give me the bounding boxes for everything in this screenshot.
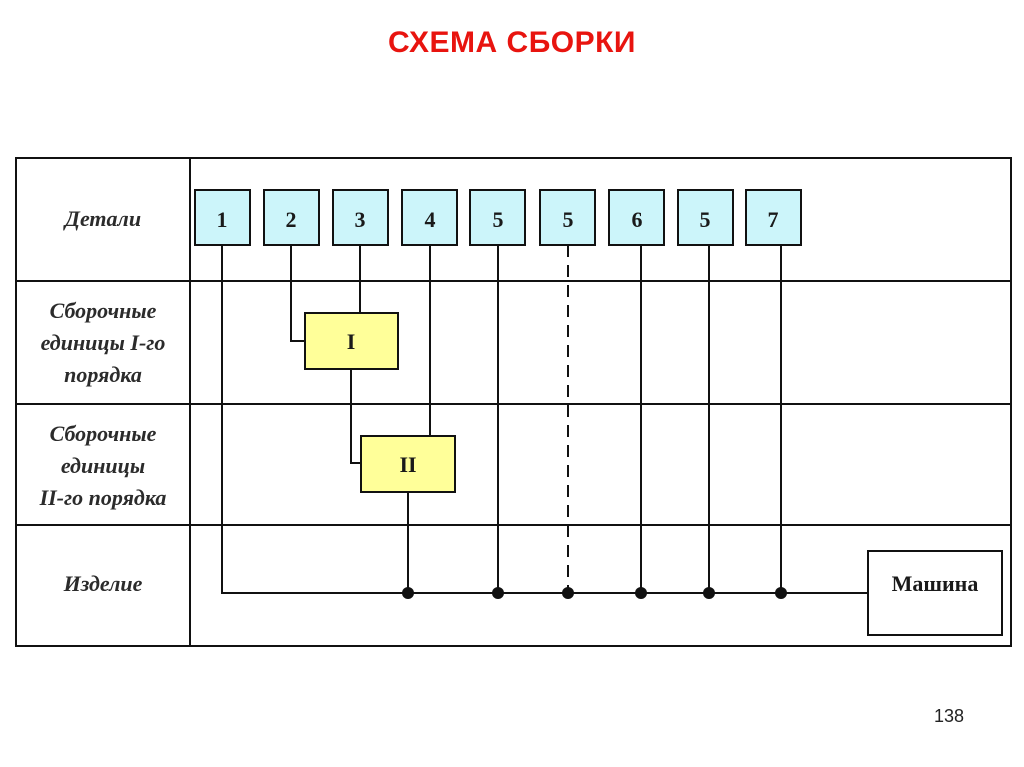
connector-part-2 <box>290 245 305 342</box>
part-label: 7 <box>768 207 779 232</box>
slide-title: СХЕМА СБОРКИ <box>388 26 636 59</box>
assembly-unit-second-order: II <box>360 435 456 493</box>
connector-lines <box>221 245 868 594</box>
part-box: 5 <box>539 189 596 246</box>
row-label-line: единицы <box>60 453 146 478</box>
connector-unit-1 <box>350 369 361 464</box>
part-boxes: 1 2 3 4 5 5 6 5 <box>194 189 802 246</box>
part-label: 1 <box>217 207 228 232</box>
part-box: 5 <box>469 189 526 246</box>
part-label: 5 <box>493 207 504 232</box>
part-label: 3 <box>355 207 366 232</box>
product-box: Машина <box>867 550 1003 636</box>
table-border <box>15 157 1012 647</box>
row-label-line: Сборочные <box>49 298 157 323</box>
row-label-line: II-го порядка <box>39 485 167 510</box>
part-box: 4 <box>401 189 458 246</box>
row-label-product: Изделие <box>63 571 143 596</box>
junction-dot <box>402 587 414 599</box>
junction-dot <box>562 587 574 599</box>
part-box: 1 <box>194 189 251 246</box>
table-grid <box>15 157 1012 647</box>
part-box: 6 <box>608 189 665 246</box>
assembly-unit-first-order: I <box>304 312 399 370</box>
part-label: 5 <box>563 207 574 232</box>
row-label-line: порядка <box>64 362 142 387</box>
row-label-line: единицы I-го <box>40 330 166 355</box>
junction-dot <box>703 587 715 599</box>
row-label-details: Детали <box>64 206 142 231</box>
page-number: 138 <box>933 706 964 726</box>
part-box: 2 <box>263 189 320 246</box>
junction-dot <box>775 587 787 599</box>
part-label: 2 <box>286 207 297 232</box>
row-label-units-second-order: Сборочные единицы II-го порядка <box>16 418 190 514</box>
row-label-units-first-order: Сборочные единицы I-го порядка <box>16 295 190 391</box>
junction-dot <box>635 587 647 599</box>
part-box: 3 <box>332 189 389 246</box>
row-label-line: Сборочные <box>49 421 157 446</box>
part-box: 7 <box>745 189 802 246</box>
junction-dots <box>402 587 787 599</box>
part-label: 5 <box>700 207 711 232</box>
main-assembly-line <box>221 245 868 594</box>
product-label: Машина <box>892 571 979 596</box>
part-box: 5 <box>677 189 734 246</box>
part-label: 6 <box>632 207 643 232</box>
unit-label-second: II <box>399 452 416 477</box>
unit-label-first: I <box>347 329 356 354</box>
junction-dot <box>492 587 504 599</box>
part-label: 4 <box>425 207 436 232</box>
